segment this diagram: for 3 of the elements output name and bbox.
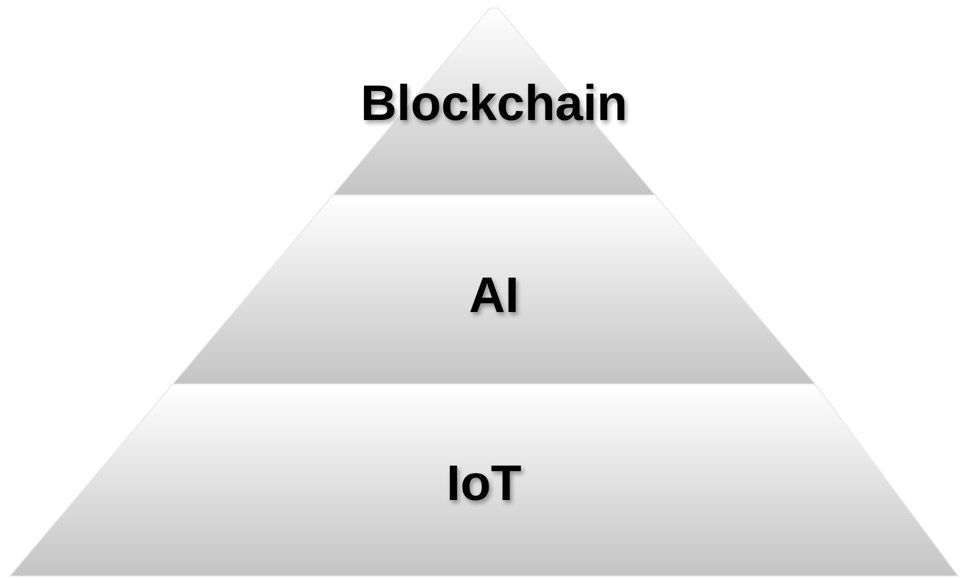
tier-label: AI bbox=[469, 267, 519, 323]
tier-label: IoT bbox=[446, 455, 522, 511]
tier-label: Blockchain bbox=[360, 75, 628, 131]
